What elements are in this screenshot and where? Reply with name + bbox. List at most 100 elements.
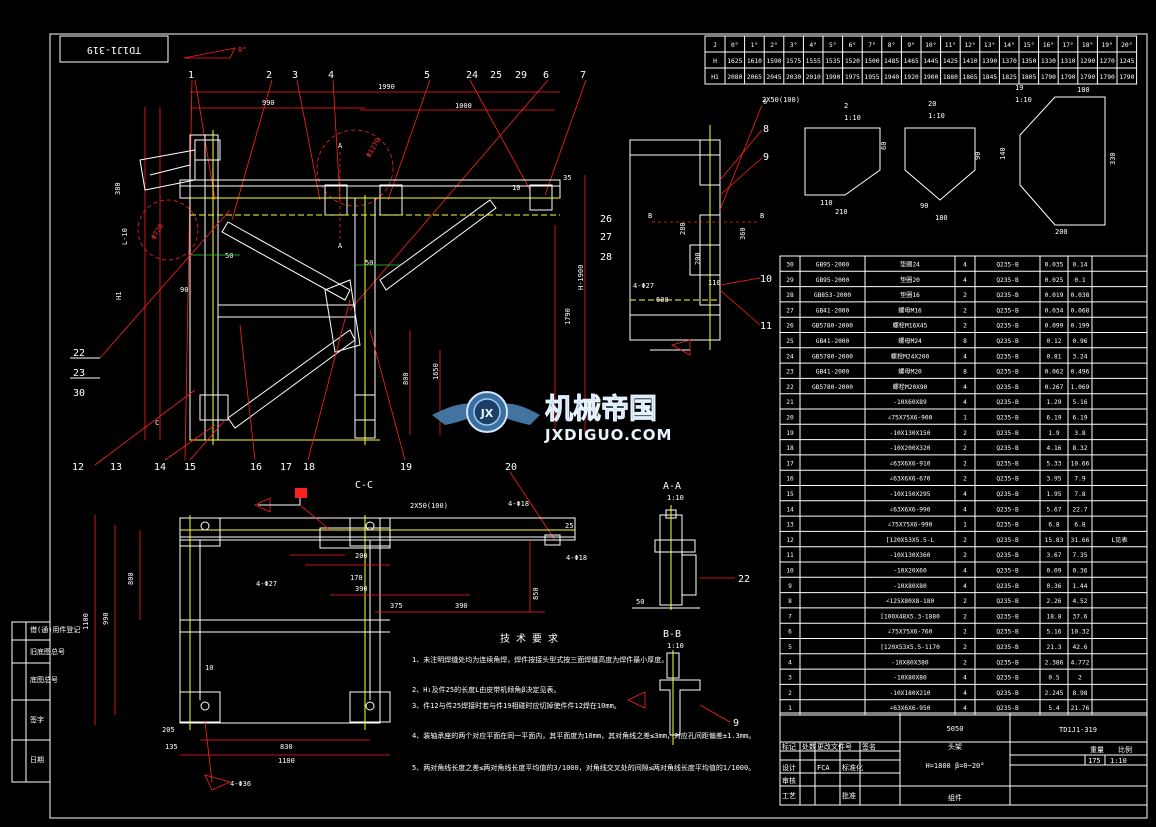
bom-cell-5-2: 螺母M24 [898, 337, 922, 345]
mark-a-bottom: A [338, 242, 343, 250]
bom-cell-24-5: 5.16 [1047, 629, 1062, 636]
section-cc-label: C-C [355, 480, 373, 491]
bom-cell-29-3: 4 [963, 705, 967, 712]
bom-cell-27-6: 2 [1078, 675, 1082, 682]
bom-cell-13-2: ∠63X6X6-910 [890, 460, 931, 467]
bom-cell-4-5: 0.099 [1045, 323, 1064, 330]
side-view: B B 280 360 200 110 4-Φ27 600 2X50(100) … [600, 96, 800, 356]
table-cell-2-5: 2010 [806, 74, 821, 81]
bom-cell-22-6: 4.52 [1073, 598, 1088, 605]
bom-cell-25-4: Q235-B [996, 644, 1019, 651]
table-cell-1-8: 1500 [864, 58, 879, 65]
bom-cell-26-3: 2 [963, 659, 967, 666]
bom-cell-21-2: -10X80X80 [893, 583, 927, 590]
dim-1790: 1790 [564, 308, 572, 325]
hole-4-27-side: 4-Φ27 [633, 282, 654, 290]
dim-375: 375 [390, 602, 403, 610]
callout-15: 15 [184, 462, 196, 473]
bom-cell-3-3: 2 [963, 307, 967, 314]
bom-cell-15-3: 4 [963, 491, 967, 498]
table-cell-1-6: 1535 [825, 58, 840, 65]
bom-cell-13-6: 10.66 [1071, 460, 1090, 467]
bom-cell-16-3: 4 [963, 506, 967, 513]
bom-cell-21-3: 4 [963, 583, 967, 590]
side-label-column: 借(通)用件登记 旧底图总号 底图总号 签字 日期 [11, 621, 80, 783]
callout-14: 14 [154, 462, 166, 473]
bom-cell-6-2: 螺栓M24X200 [891, 352, 930, 360]
table-cell-0-5: 4° [809, 41, 817, 49]
bom-cell-5-6: 0.96 [1073, 338, 1088, 345]
bom-cell-14-6: 7.9 [1074, 476, 1085, 483]
side-label-2: 底图总号 [30, 675, 58, 684]
tb-craft: 工艺 [782, 792, 796, 800]
dim-800: 800 [402, 372, 410, 385]
callout-5: 5 [424, 70, 430, 81]
table-cell-2-17: 1790 [1041, 74, 1056, 81]
bom-cell-3-5: 0.034 [1045, 307, 1064, 314]
bom-cell-23-6: 37.6 [1073, 613, 1088, 620]
table-cell-2-6: 1990 [825, 74, 840, 81]
weld-note-plan: 2X50(100) [410, 502, 448, 510]
dim-200-plan: 200 [355, 552, 368, 560]
bom-cell-9-3: 4 [963, 399, 967, 406]
mark-a-top: A [338, 142, 343, 150]
tb-std: 标准化 [842, 763, 863, 772]
section-aa-label: A-A [663, 481, 681, 492]
tb-design: 设计 [782, 763, 796, 772]
table-cell-2-3: 2045 [766, 74, 781, 81]
bom-cell-14-0: 16 [786, 476, 794, 483]
bom-cell-18-7: L见表 [1111, 536, 1127, 544]
table-cell-0-1: 0° [731, 41, 739, 49]
table-cell-0-4: 3° [790, 41, 798, 49]
dim-h1: H1 [115, 292, 123, 300]
bom-cell-28-5: 2.245 [1045, 690, 1064, 697]
bom-cell-26-4: Q235-B [996, 659, 1019, 666]
bom-cell-9-6: 5.16 [1073, 399, 1088, 406]
table-cell-0-0: J [713, 42, 717, 49]
bom-cell-15-0: 15 [786, 491, 794, 498]
table-cell-1-9: 1485 [884, 58, 899, 65]
table-cell-0-7: 6° [849, 41, 857, 49]
hole-4-18-right: 4-Φ18 [566, 554, 587, 562]
bom-cell-11-5: 1.9 [1048, 430, 1059, 437]
dim-170: 170 [350, 574, 363, 582]
dim-990-v: 990 [102, 612, 110, 625]
dim-390-l: 390 [355, 585, 368, 593]
bom-cell-11-3: 2 [963, 430, 967, 437]
detail-parts: 2 1:10 60 110 210 20 1:10 90 90 180 19 1… [804, 84, 1117, 236]
table-cell-2-16: 1805 [1021, 74, 1036, 81]
front-view: 1990 990 1000 L-10 H1 380 H-1900 1790 16… [114, 79, 587, 461]
bom-cell-12-2: -10X200X320 [890, 445, 931, 452]
tech-note-3: 3、件12与件25焊接时若与件19相碰时应切掉使件件12焊在10mm。 [412, 701, 621, 710]
bom-cell-20-6: 0.36 [1073, 568, 1088, 575]
table-cell-0-18: 17° [1062, 41, 1073, 49]
table-cell-0-9: 8° [888, 41, 896, 49]
callout-18: 18 [303, 462, 315, 473]
bom-cell-23-3: 2 [963, 613, 967, 620]
weld-note-side: 2X50(100) [762, 96, 800, 104]
dim-990: 990 [262, 99, 275, 107]
dim-50-aa: 50 [636, 598, 644, 606]
callout-10: 10 [760, 274, 772, 285]
dim-l10: L-10 [121, 228, 129, 245]
table-cell-1-16: 1350 [1021, 58, 1036, 65]
bom-cell-0-4: Q235-B [996, 262, 1019, 269]
bom-cell-18-3: 2 [963, 537, 967, 544]
table-cell-1-11: 1445 [923, 58, 938, 65]
bom-cell-2-0: 28 [786, 292, 794, 299]
tb-approve: 批准 [842, 791, 856, 800]
bom-cell-19-0: 11 [786, 552, 794, 559]
bom-cell-9-2: -10X60X89 [893, 399, 927, 406]
callout-11: 11 [760, 321, 772, 332]
bom-cell-7-6: 0.496 [1071, 369, 1090, 376]
bom-cell-29-5: 5.4 [1048, 705, 1059, 712]
table-cell-2-21: 1790 [1119, 74, 1134, 81]
table-cell-2-14: 1845 [982, 74, 997, 81]
dim-1000: 1000 [455, 102, 472, 110]
bom-cell-22-3: 2 [963, 598, 967, 605]
table-cell-0-2: 1° [751, 41, 759, 49]
bom-cell-15-2: -10X150X295 [890, 491, 931, 498]
bom-cell-9-5: 1.29 [1047, 399, 1062, 406]
bom-cell-3-6: 0.068 [1071, 307, 1090, 314]
